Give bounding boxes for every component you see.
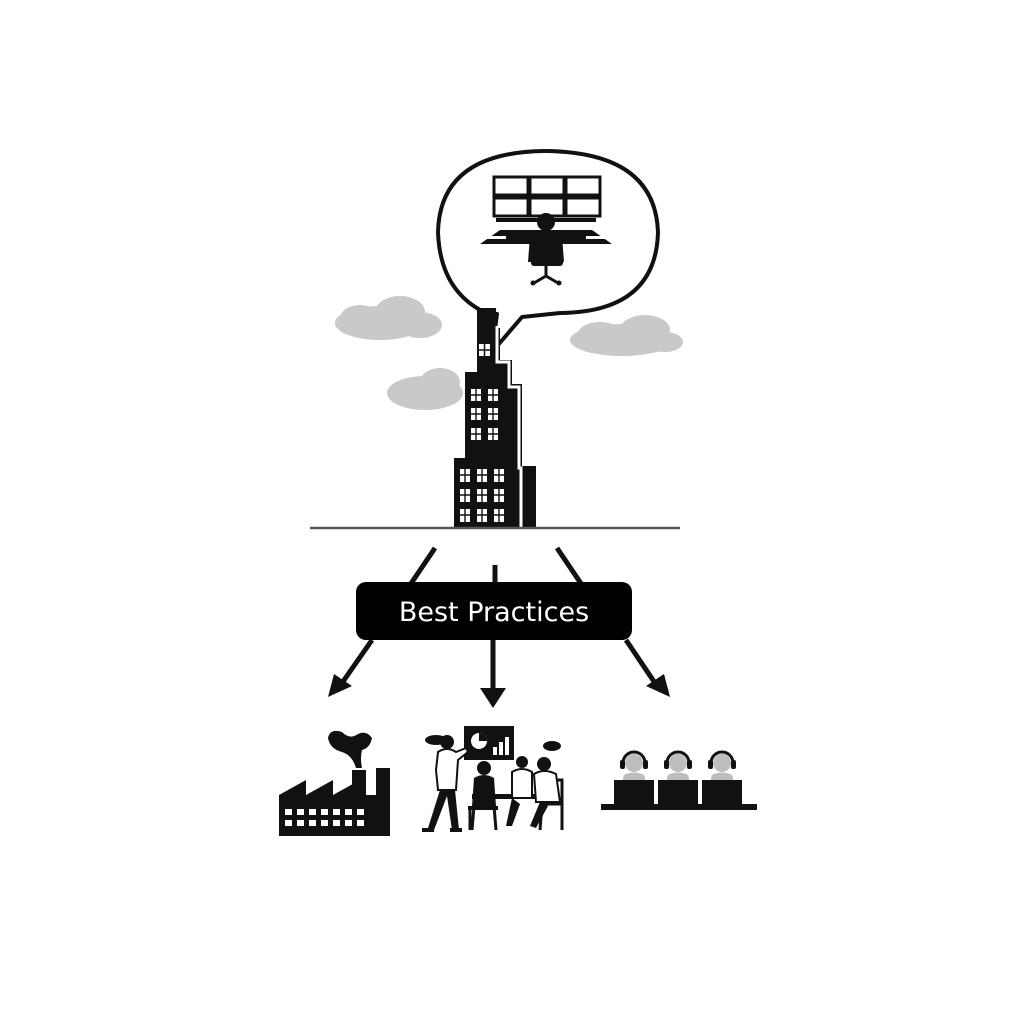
best-practices-label-text: Best Practices xyxy=(399,597,589,628)
call-center-icon xyxy=(601,750,757,810)
control-room-operator-icon xyxy=(480,175,612,286)
arrow-to-call-center xyxy=(623,638,670,697)
arrow-to-factory xyxy=(328,638,375,697)
cloud-icon xyxy=(335,296,442,340)
cloud-icon xyxy=(387,368,463,410)
headset-agent-icon xyxy=(620,750,648,782)
incoming-lines xyxy=(407,546,585,587)
headset-agent-icon xyxy=(664,750,692,782)
arrow-to-meeting xyxy=(480,640,506,708)
cloud-icon xyxy=(570,315,683,356)
skyscraper-icon xyxy=(454,308,536,528)
best-practices-label: Best Practices xyxy=(356,582,632,640)
clouds xyxy=(335,296,683,410)
outgoing-arrows xyxy=(328,638,670,708)
headset-agent-icon xyxy=(708,750,736,782)
team-meeting-icon xyxy=(422,726,564,832)
factory-icon xyxy=(279,730,390,836)
